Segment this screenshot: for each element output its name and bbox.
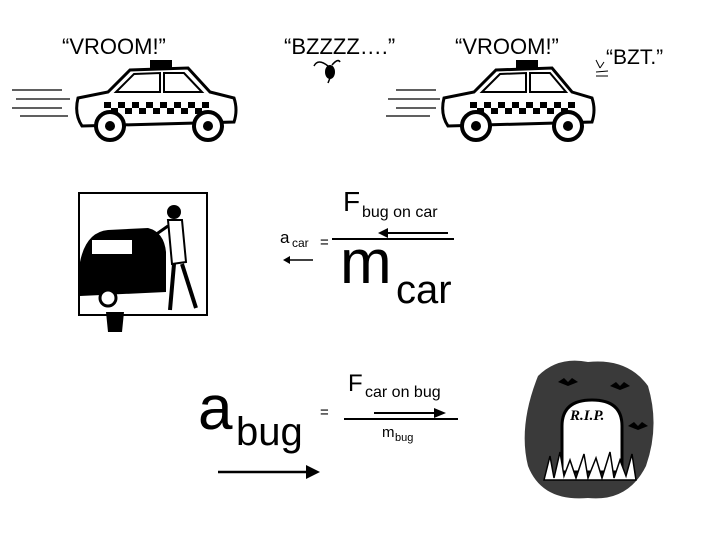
fraction-bar-bug <box>344 418 458 420</box>
tombstone-icon: R.I.P. <box>518 356 658 502</box>
taxi-icon-left <box>12 52 242 152</box>
f-bug-on-car-arrow <box>378 226 448 238</box>
f-car-on-bug-arrow <box>374 406 446 418</box>
bzzzz-caption: “BZZZZ….” <box>284 34 396 59</box>
vroom-caption-left: “VROOM!” <box>62 34 166 59</box>
person-washing-car-icon <box>78 192 208 334</box>
splat-icon <box>592 58 612 80</box>
f-bug-on-car-letter: F <box>343 186 361 217</box>
rip-text: R.I.P. <box>569 408 604 424</box>
a-bug-subscript: bug <box>236 410 303 454</box>
equals-sign-bug: = <box>320 404 329 421</box>
taxi-icon-right <box>386 52 596 152</box>
f-car-on-bug-subscript: car on bug <box>365 384 441 401</box>
m-bug-letter: m <box>382 424 395 441</box>
f-bug-on-car-subscript: bug on car <box>362 204 438 221</box>
a-car-letter: a <box>280 228 290 247</box>
fraction-bar-car <box>332 238 454 240</box>
m-bug-subscript: bug <box>395 432 414 444</box>
a-bug-letter: a <box>198 374 233 443</box>
a-bug-arrow <box>218 464 320 480</box>
bug-icon <box>312 56 342 84</box>
equals-sign-car: = <box>320 234 329 251</box>
a-car-subscript: car <box>292 236 309 250</box>
m-car-subscript: car <box>396 268 452 312</box>
vroom-caption-right: “VROOM!” <box>455 34 559 59</box>
m-car-letter: m <box>340 228 392 297</box>
a-car-arrow <box>283 252 313 264</box>
bzt-caption: “BZT.” <box>606 46 664 69</box>
f-car-on-bug-letter: F <box>348 370 363 397</box>
